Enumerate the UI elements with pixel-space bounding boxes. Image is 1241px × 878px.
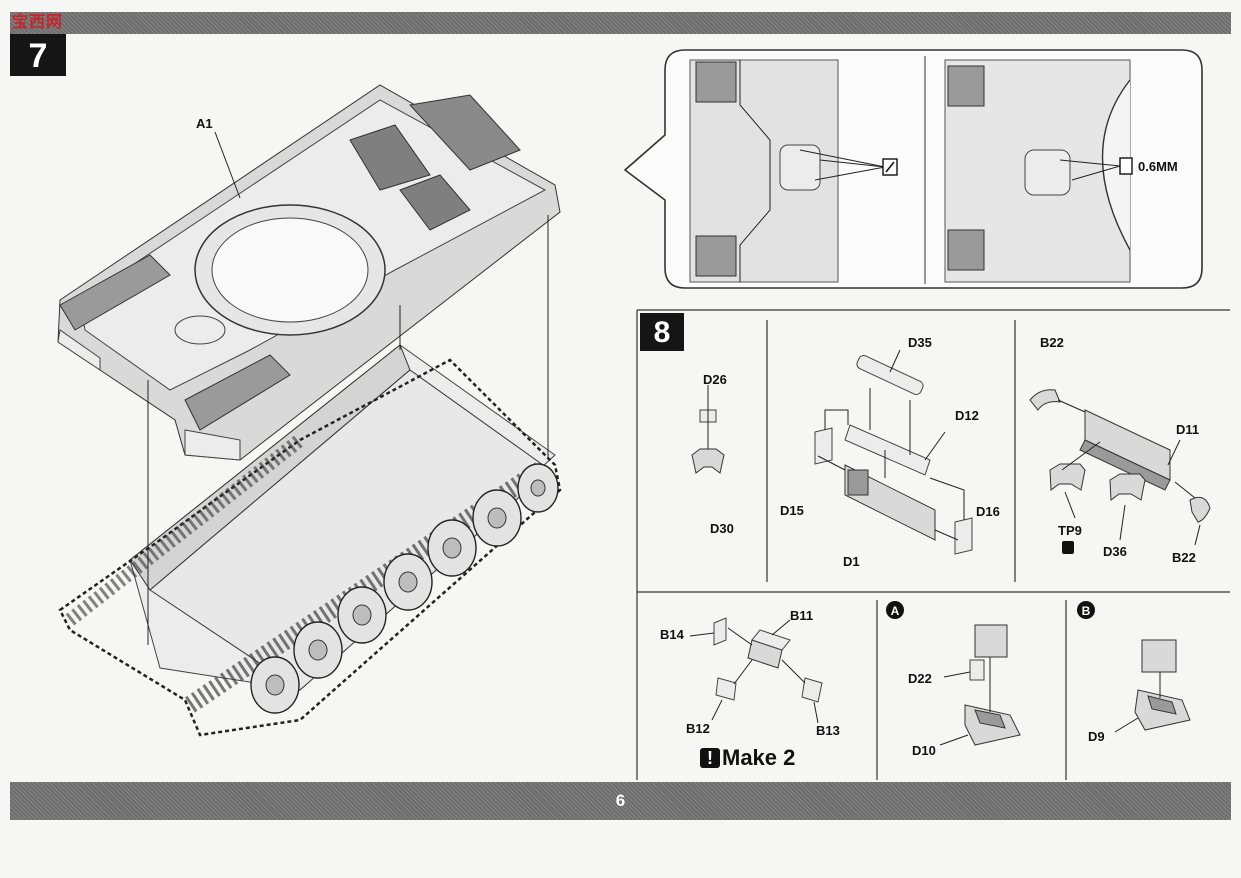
drill-icon-2 (1119, 157, 1133, 175)
step-7-badge: 7 (10, 34, 66, 76)
step8-frame (636, 309, 1230, 780)
label-d22: D22 (908, 671, 932, 686)
label-d35: D35 (908, 335, 932, 350)
exclamation-icon: ! (700, 748, 720, 768)
make-2-text: Make 2 (722, 745, 796, 770)
label-a1: A1 (196, 116, 213, 131)
step8-panel4: B14 B11 B12 B13 (660, 608, 840, 738)
step8-panel1: D26 D30 (691, 372, 734, 536)
step8-panel3: B22 D11 TP9 D36 B22 (1029, 335, 1211, 565)
tag-b: B (1082, 604, 1091, 618)
step8-panel2: D35 D12 D15 D16 D1 (780, 335, 1000, 569)
label-d30: D30 (710, 521, 734, 536)
label-b13: B13 (816, 723, 840, 738)
step7-guide-lines (147, 131, 549, 645)
label-d26: D26 (703, 372, 727, 387)
step7-detail-callout: 0.6MM (623, 49, 1203, 289)
label-b14: B14 (660, 627, 685, 642)
label-b11: B11 (790, 608, 813, 623)
label-b12: B12 (686, 721, 710, 736)
label-d16: D16 (976, 504, 1000, 519)
label-tp9: TP9 (1058, 523, 1082, 538)
label-d10: D10 (912, 743, 936, 758)
make-2-note: !Make 2 (700, 745, 795, 771)
footer-band (10, 782, 1231, 820)
step8-panel5: A D22 D10 (886, 601, 1021, 758)
label-d36: D36 (1103, 544, 1127, 559)
label-b22-bottom: B22 (1172, 550, 1196, 565)
step7-upper-hull (57, 84, 561, 461)
page-number: 6 (615, 791, 626, 810)
label-d11: D11 (1176, 422, 1199, 437)
step-8-badge: 8 (640, 313, 684, 351)
step8-panel6: B D9 (1077, 601, 1191, 744)
glue-icon (1062, 541, 1074, 554)
tag-a: A (891, 604, 900, 618)
label-d9: D9 (1088, 729, 1105, 744)
step7-lower-hull (58, 344, 562, 737)
site-logo: 宝西网 (12, 12, 64, 31)
label-d1: D1 (843, 554, 860, 569)
drill-size-label: 0.6MM (1138, 159, 1178, 174)
label-d15: D15 (780, 503, 804, 518)
label-d12: D12 (955, 408, 979, 423)
label-b22-top: B22 (1040, 335, 1064, 350)
header-band (10, 12, 1231, 34)
